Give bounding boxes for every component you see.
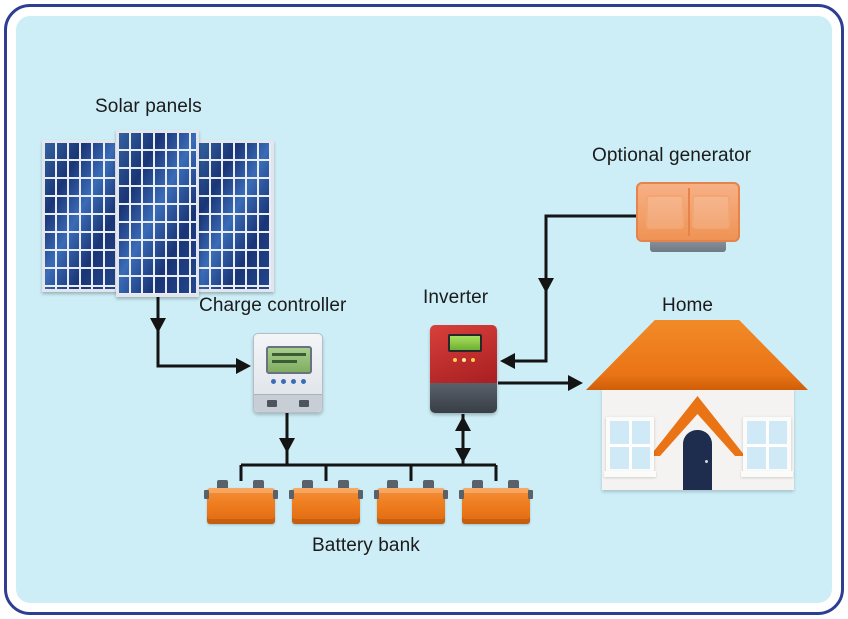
inverter-red-panel-icon [430,325,497,383]
battery-icon [459,480,533,524]
inverter-base-icon [430,383,497,413]
house-door-icon [683,430,712,490]
generator-body-icon [636,182,740,242]
home-icon [586,320,808,492]
inverter-label: Inverter [423,287,489,308]
battery-icon [289,480,363,524]
generator-icon [636,182,740,252]
inverter-indicator-lights-icon [430,358,497,362]
charge-controller-label: Charge controller [199,295,347,316]
solar-panel-icon [116,130,199,297]
inverter-icon [430,325,497,413]
home-label: Home [662,295,714,316]
controller-buttons-icon [254,379,322,384]
solar-panels-label: Solar panels [95,96,202,117]
charge-controller-icon [253,333,323,413]
battery-bank-label: Battery bank [312,535,420,556]
optional-generator-label: Optional generator [592,145,752,166]
controller-lcd-screen-icon [266,346,312,374]
inverter-display-icon [448,334,482,352]
house-roof-icon [586,320,808,390]
house-window-icon [741,417,793,477]
house-window-icon [604,417,656,477]
outer-frame-border [4,4,844,615]
solar-panel-icon [196,140,274,292]
battery-icon [374,480,448,524]
solar-panel-icon [42,140,119,292]
battery-icon [204,480,278,524]
controller-terminal-block-icon [254,394,322,412]
